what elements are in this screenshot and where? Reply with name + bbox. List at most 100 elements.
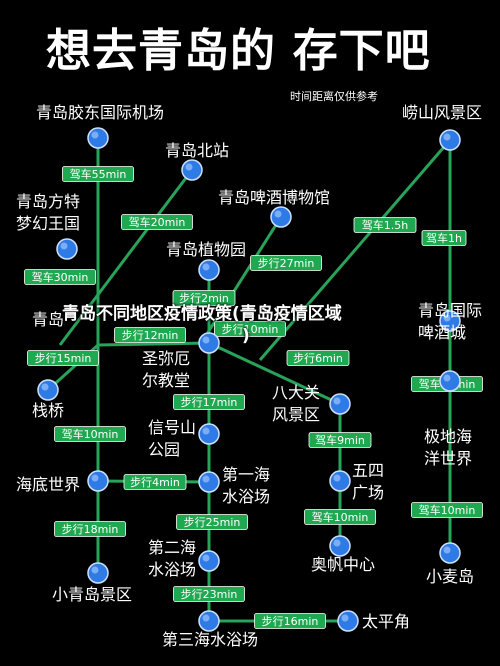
route-time-label-text: 驾车10min [419,503,476,517]
route-time-label-text: 步行15min [35,352,92,365]
station-label: 青岛 [32,310,64,329]
route-time-label: 驾车55min [62,166,134,182]
route-line [97,341,210,347]
station-dot-highlight [202,475,210,483]
route-time-label-box [250,255,322,271]
station-label: 极地海 [424,427,472,446]
station-label: 栈桥 [32,401,64,420]
route-time-label-box [54,426,126,442]
route-time-label-text: 步行25min [184,516,241,529]
route-time-label-box [173,586,245,602]
station-marker [329,535,351,557]
station-marker [270,206,292,228]
route-time-label-text: 驾车30min [32,270,89,284]
route-time-label: 驾车10min [54,426,126,442]
station-label: 海底世界 [16,475,80,494]
station-dot [56,238,78,260]
station-marker [198,550,220,572]
route-time-label-text: 步行6min [293,352,343,365]
route-time-label-text: 步行12min [122,329,179,342]
station-dot [87,127,109,149]
station-dot-highlight [41,383,49,391]
route-time-label-text: 步行18min [62,523,119,536]
route-time-label-box [254,613,326,629]
route-time-label-box [27,350,99,366]
route-time-label: 驾车1.5h [353,217,417,233]
station-dot [87,470,109,492]
route-time-label: 步行23min [173,586,245,602]
route-time-label-box [214,321,286,337]
station-label: 太平角 [362,612,410,631]
station-dot-highlight [185,163,193,171]
route-time-label-box [421,230,467,246]
route-time-label: 步行16min [254,613,326,629]
page-title: 想去青岛的 存下吧 [46,24,431,77]
station-label: 梦幻王国 [16,214,80,233]
route-time-label-text: 驾车55min [70,167,127,181]
route-time-label-text: 步行2min [179,292,229,305]
station-label: 崂山风景区 [402,103,482,122]
route-time-label-text: 步行23min [181,588,238,601]
station-marker [329,393,351,415]
route-time-label-box [411,502,483,518]
route-time-label-box [172,290,236,306]
route-time-label-text: 驾车1.5h [362,218,408,232]
station-dot-highlight [443,546,451,554]
station-marker [198,423,220,445]
route-time-label-box [62,166,134,182]
station-dot [329,470,351,492]
route-time-label: 驾车30min [24,269,96,285]
station-dot [198,259,220,281]
route-time-label: 驾车10min [304,509,376,525]
route-time-label-text: 步行4min [130,476,180,489]
station-dot-highlight [333,474,341,482]
route-time-label: 驾车1h [421,230,467,246]
route-time-label-text: 步行10min [222,323,279,336]
station-marker [329,470,351,492]
route-time-label: 步行18min [54,521,126,537]
route-time-label-box [353,217,417,233]
station-marker [37,379,59,401]
station-label: 青岛国际 [418,301,482,320]
route-time-label: 步行17min [173,394,245,410]
route-time-label-text: 步行27min [258,257,315,270]
station-dot-highlight [333,397,341,405]
station-dot-highlight [443,314,451,322]
station-dot [181,159,203,181]
station-label: 水浴场 [222,487,270,506]
route-time-label-text: 驾车10min [62,427,119,441]
station-label: 信号山 [148,418,196,437]
station-label: 第三海水浴场 [162,630,258,649]
station-label: 奥帆中心 [311,555,375,574]
station-dot [337,610,359,632]
route-time-label: 驾车10min [411,502,483,518]
route-time-label-text: 驾车9min [315,433,365,447]
station-dot-highlight [202,263,210,271]
station-label: 第一海 [222,465,270,484]
station-dot-highlight [202,427,210,435]
station-marker [439,370,461,392]
route-time-label: 驾车9min [308,432,372,448]
station-dot [439,129,461,151]
station-marker [87,562,109,584]
station-dot-highlight [443,374,451,382]
station-label: 广场 [352,483,384,502]
route-time-label-box [121,214,193,230]
station-dot-highlight [274,210,282,218]
station-dot-highlight [60,242,68,250]
station-label: 小麦岛 [426,567,474,586]
route-time-label-box [114,327,186,343]
route-time-label-box [173,394,245,410]
station-marker [439,310,461,332]
route-line [208,341,341,406]
station-dot [198,471,220,493]
overlay-caption: 青岛不同地区疫情政策(青岛疫情区域 ) [62,303,422,346]
station-dot [198,332,220,354]
route-line [198,216,283,346]
overlay-caption-line-2: ) [242,326,250,346]
route-time-label: 步行4min [123,474,187,490]
station-label: 青岛方特 [16,192,80,211]
station-label: 青岛北站 [165,141,229,160]
station-marker [198,259,220,281]
